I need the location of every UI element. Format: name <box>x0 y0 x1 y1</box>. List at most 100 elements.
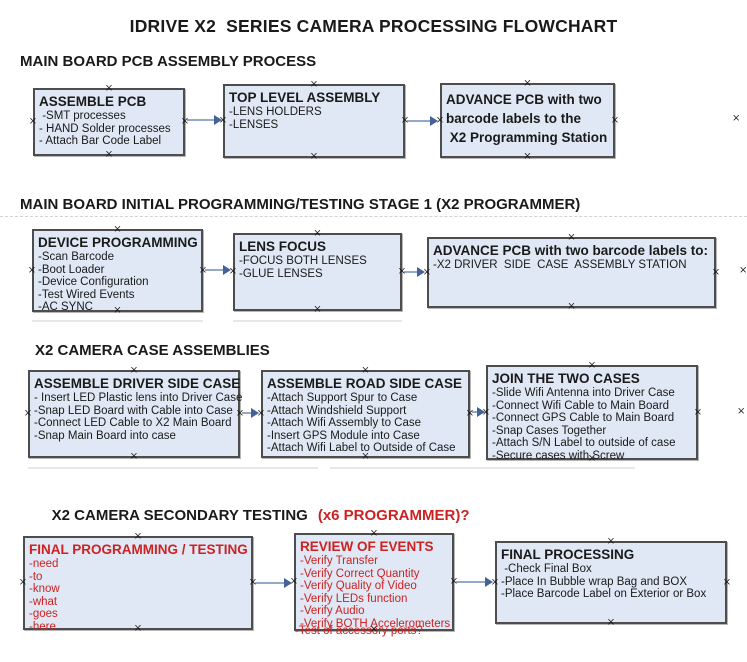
connection-handle-icon[interactable]: × <box>313 304 322 315</box>
connection-handle-icon[interactable]: × <box>113 305 122 316</box>
connection-handle-icon[interactable]: × <box>198 264 208 276</box>
connection-handle-icon[interactable]: × <box>313 228 322 239</box>
box-title: LENS FOCUS <box>239 239 327 254</box>
flowchart-box-assemble-driver-side-case[interactable]: ASSEMBLE DRIVER SIDE CASE - Insert LED P… <box>24 366 244 462</box>
connection-handle-icon[interactable]: × <box>248 577 258 588</box>
connection-handle-icon[interactable]: × <box>228 266 238 277</box>
box-step: -Check Final Box <box>501 563 592 575</box>
connection-handle-icon[interactable]: × <box>397 266 407 277</box>
connection-handle-icon[interactable]: × <box>400 115 410 126</box>
connection-handle-icon[interactable]: × <box>129 365 139 376</box>
box-title: DEVICE PROGRAMMING <box>38 235 198 250</box>
box-step: -Verify Audio <box>300 605 365 618</box>
flowchart-box-review-of-events[interactable]: REVIEW OF EVENTS -Verify Transfer -Verif… <box>290 529 458 635</box>
box-title: FINAL PROGRAMMING / TESTING <box>29 542 248 557</box>
connection-handle-icon[interactable]: × <box>23 408 33 419</box>
flowchart-box-assemble-road-side-case[interactable]: ASSEMBLE ROAD SIDE CASE -Attach Support … <box>257 366 474 462</box>
flowchart-box-join-two-cases[interactable]: JOIN THE TWO CASES -Slide Wifi Antenna i… <box>482 361 702 464</box>
box-step: -Secure cases with Screw <box>492 449 625 462</box>
flowchart-box-assemble-pcb[interactable]: ASSEMBLE PCB -SMT processes - HAND Solde… <box>29 84 189 160</box>
connection-handle-icon[interactable]: × <box>218 115 228 126</box>
connection-handle-icon[interactable]: × <box>369 624 379 635</box>
connection-handle-icon[interactable]: × <box>523 151 532 162</box>
flowchart-box-advance-to-case-assembly[interactable]: ADVANCE PCB with two barcode labels to: … <box>423 233 720 312</box>
flow-arrow[interactable] <box>205 265 231 275</box>
connection-handle-icon[interactable]: × <box>481 406 491 418</box>
connection-handle-icon[interactable]: × <box>256 408 266 419</box>
connection-handle-icon[interactable]: × <box>361 451 370 462</box>
connection-handle-icon[interactable]: × <box>133 623 143 634</box>
connection-handle-icon[interactable]: × <box>606 617 616 628</box>
flow-arrow[interactable] <box>187 115 222 125</box>
flowchart-box-final-programming-testing[interactable]: FINAL PROGRAMMING / TESTING -need -to -k… <box>19 532 257 634</box>
connection-handle-icon[interactable]: × <box>104 83 114 94</box>
connection-handle-icon[interactable]: × <box>606 536 616 547</box>
flowchart-box-advance-to-programming-station[interactable]: ADVANCE PCB with two barcode labels to t… <box>436 79 619 162</box>
connection-handle-icon[interactable]: × <box>567 232 576 243</box>
box-step: -Attach Support Spur to Case <box>267 392 418 404</box>
flow-arrow[interactable] <box>255 578 292 588</box>
box-step: - HAND Solder processes <box>39 122 171 135</box>
connection-handle-icon[interactable]: × <box>104 149 114 160</box>
box-step: -Device Configuration <box>38 276 149 289</box>
arrowhead-icon <box>417 267 425 277</box>
connection-handle-icon[interactable]: × <box>523 78 532 89</box>
box-step: -Connect GPS Cable to Main Board <box>492 412 675 425</box>
arrowhead-icon <box>485 577 493 587</box>
box-step: -here <box>29 620 56 633</box>
box-step: -goes <box>29 608 58 621</box>
connection-handle-icon[interactable]: × <box>113 224 122 235</box>
flowchart-box-final-processing[interactable]: FINAL PROCESSING -Check Final Box -Place… <box>491 537 731 628</box>
connection-handle-icon[interactable]: × <box>18 577 28 588</box>
connection-handle-icon[interactable]: × <box>180 116 190 127</box>
connection-handle-icon[interactable]: × <box>587 453 597 464</box>
flow-arrow[interactable] <box>242 408 259 418</box>
flowchart-box-device-programming[interactable]: DEVICE PROGRAMMING -Scan Barcode -Boot L… <box>28 225 207 316</box>
connection-handle-icon[interactable]: × <box>587 360 597 371</box>
connection-handle-icon[interactable]: × <box>369 528 379 539</box>
connection-handle-icon[interactable]: × <box>361 365 370 376</box>
connection-handle-icon[interactable]: × <box>732 113 741 124</box>
connection-handle-icon[interactable]: × <box>465 408 475 419</box>
connection-handle-icon[interactable]: × <box>422 266 432 278</box>
connection-handle-icon[interactable]: × <box>27 264 37 276</box>
flow-arrow[interactable] <box>404 267 425 277</box>
connection-handle-icon[interactable]: × <box>309 151 319 162</box>
arrowhead-icon <box>477 407 485 417</box>
box-step: -Snap Main Board into case <box>34 429 176 442</box>
flow-arrow[interactable] <box>407 116 438 126</box>
section-heading-case-assemblies: X2 CAMERA CASE ASSEMBLIES <box>35 342 270 359</box>
box-step: -need <box>29 558 59 570</box>
connection-handle-icon[interactable]: × <box>490 576 500 588</box>
connection-handle-icon[interactable]: × <box>235 408 245 419</box>
flowchart-box-lens-focus[interactable]: LENS FOCUS -FOCUS BOTH LENSES -GLUE LENS… <box>229 229 406 315</box>
connection-handle-icon[interactable]: × <box>693 406 703 418</box>
flowchart-box-top-level-assembly[interactable]: TOP LEVEL ASSEMBLY -LENS HOLDERS -LENSES… <box>219 80 409 162</box>
connection-handle-icon[interactable]: × <box>28 116 38 127</box>
connection-handle-icon[interactable]: × <box>289 576 299 587</box>
arrowhead-icon <box>223 265 231 275</box>
box-title: FINAL PROCESSING <box>501 547 635 562</box>
box-title: ASSEMBLE PCB <box>39 94 147 109</box>
connection-handle-icon[interactable]: × <box>722 576 732 588</box>
connection-handle-icon[interactable]: × <box>449 576 459 587</box>
connection-handle-icon[interactable]: × <box>309 79 319 90</box>
flow-arrow[interactable] <box>472 407 485 417</box>
box-step: -Verify Quality of Video <box>300 580 417 593</box>
connection-handle-icon[interactable]: × <box>435 114 445 126</box>
divider <box>330 467 635 469</box>
section-heading-secondary-testing-text: X2 CAMERA SECONDARY TESTING <box>51 507 308 524</box>
flow-arrow[interactable] <box>456 577 493 587</box>
connection-handle-icon[interactable]: × <box>711 266 721 278</box>
connection-handle-icon[interactable]: × <box>737 406 746 417</box>
connection-handle-icon[interactable]: × <box>739 265 747 276</box>
connection-handle-icon[interactable]: × <box>129 451 139 462</box>
divider <box>28 467 318 469</box>
section-heading-pcb-assembly: MAIN BOARD PCB ASSEMBLY PROCESS <box>20 53 317 70</box>
connection-handle-icon[interactable]: × <box>610 114 620 126</box>
connection-handle-icon[interactable]: × <box>133 531 143 542</box>
divider <box>32 320 203 322</box>
connection-handle-icon[interactable]: × <box>567 301 576 312</box>
box-step: -Attach Wifi Label to Outside of Case <box>267 442 456 455</box>
